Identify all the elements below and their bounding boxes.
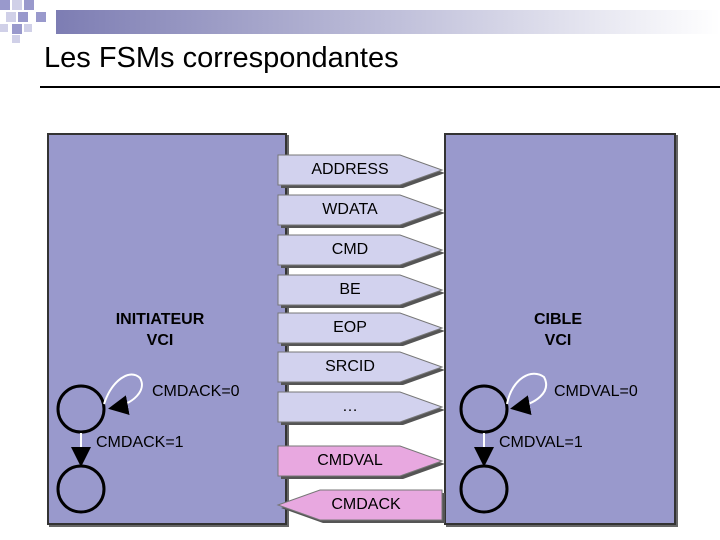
target-state-1-circle: [459, 464, 509, 514]
signal-label-8: CMDACK: [331, 496, 401, 513]
title-divider: [40, 86, 720, 88]
initiator-state-0-circle: [56, 384, 106, 434]
signal-arrow-2: [277, 234, 444, 266]
page-title: Les FSMs correspondantes: [44, 42, 399, 74]
signal-label-2: CMD: [331, 241, 369, 258]
corner-decoration: [0, 0, 46, 43]
target-state-1-label: CMDVAL=1: [499, 434, 583, 451]
signal-arrow-1: [277, 194, 444, 226]
initiator-state-1-circle: [56, 464, 106, 514]
signal-label-7: CMDVAL: [317, 452, 383, 469]
header-gradient-bar: [56, 10, 720, 34]
signal-arrow-0: [277, 154, 444, 186]
signal-label-0: ADDRESS: [311, 161, 389, 178]
signal-arrow-5: [277, 351, 444, 383]
target-label: CIBLE VCI: [534, 311, 582, 349]
signal-label-3: BE: [339, 281, 361, 298]
signal-label-1: WDATA: [322, 201, 378, 218]
initiator-state-0-label: CMDACK=0: [152, 383, 240, 400]
target-state-0-label: CMDVAL=0: [554, 383, 638, 400]
signal-label-6: …: [342, 398, 358, 415]
initiator-label: INITIATEUR VCI: [115, 311, 205, 349]
signal-arrow-3: [277, 274, 444, 306]
signal-label-5: SRCID: [325, 358, 375, 375]
signal-arrow-4: [277, 312, 444, 344]
signal-label-4: EOP: [333, 319, 367, 336]
signal-arrow-6: [277, 391, 444, 423]
initiator-state-1-label: CMDACK=1: [96, 434, 184, 451]
target-state-0-circle: [459, 384, 509, 434]
initiator-self-loop-arrow: [103, 373, 143, 415]
initiator-block: [47, 133, 287, 525]
target-self-loop-arrow: [506, 372, 547, 415]
signal-arrow-8: [276, 489, 443, 521]
signal-arrow-7: [277, 445, 444, 477]
